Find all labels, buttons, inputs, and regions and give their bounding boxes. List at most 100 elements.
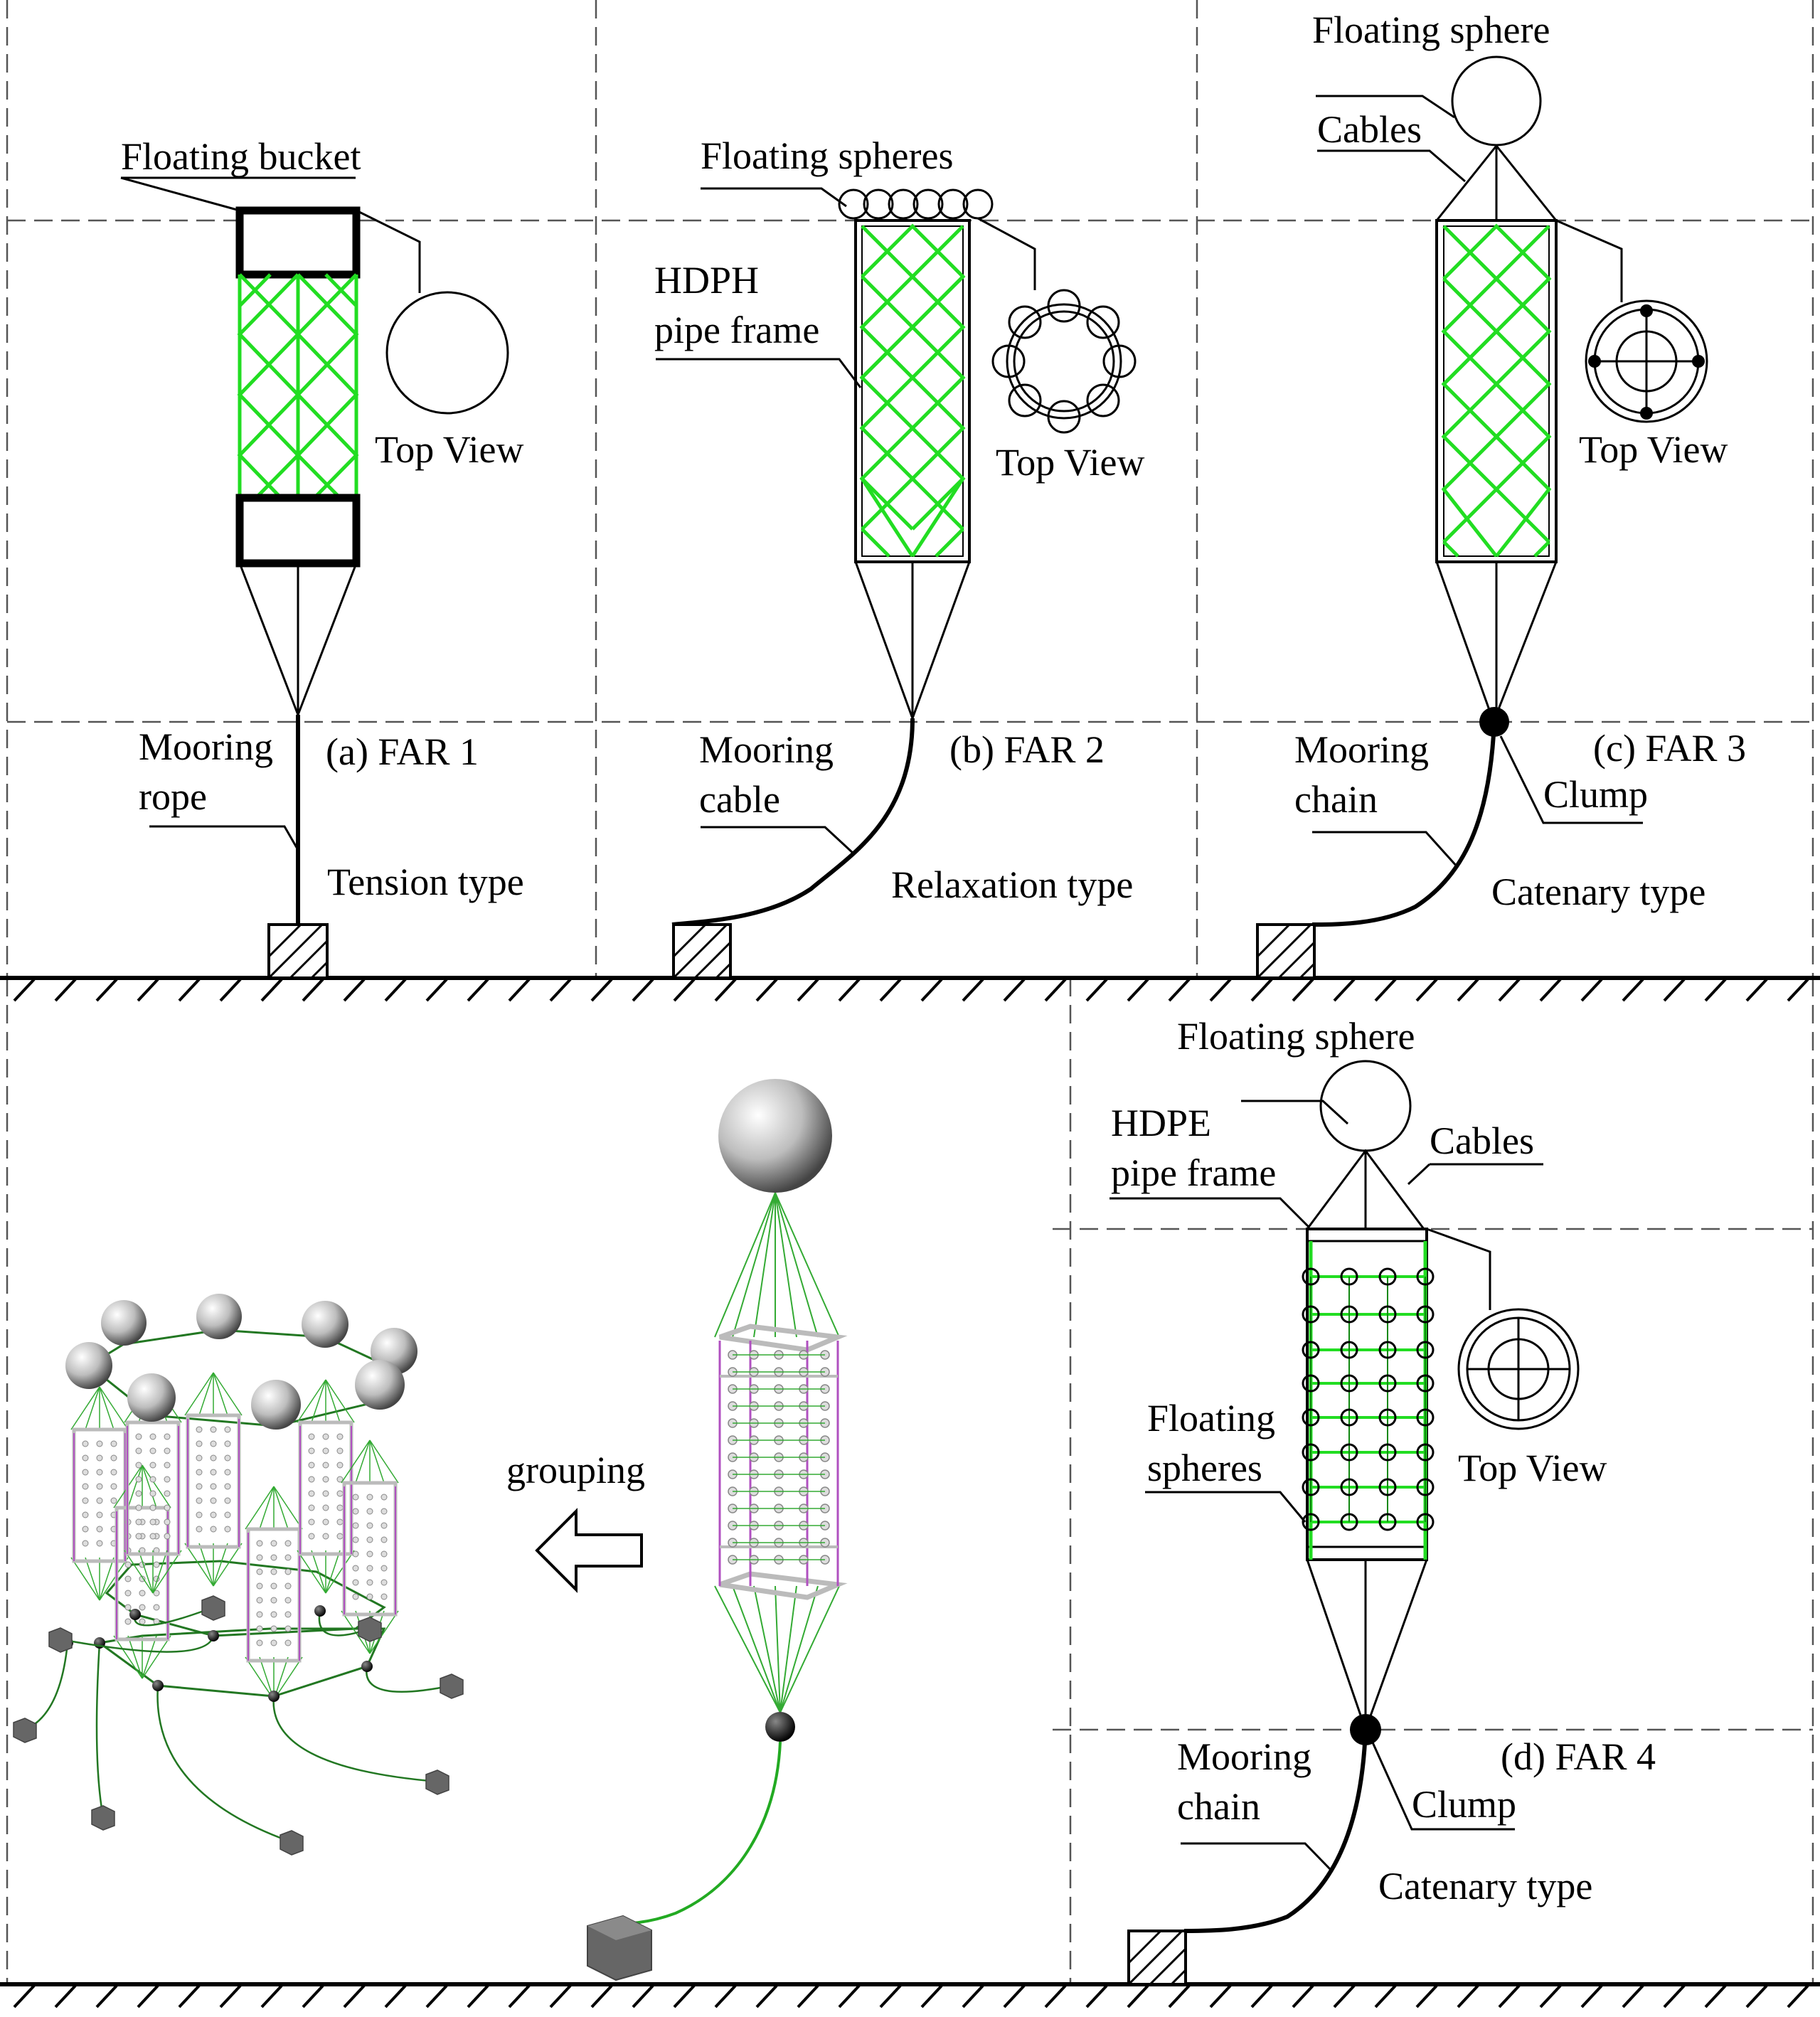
mooring-cable bbox=[671, 718, 915, 927]
cable-line bbox=[732, 1585, 781, 1713]
small-sphere bbox=[381, 1579, 388, 1586]
floating-sphere-icon bbox=[1340, 1267, 1358, 1286]
cable-line bbox=[714, 1585, 781, 1713]
grouping-arrow bbox=[535, 1508, 643, 1593]
far1-net bbox=[237, 273, 359, 499]
small-sphere bbox=[366, 1565, 373, 1572]
seabed-hatch bbox=[797, 978, 819, 1002]
cable-line bbox=[775, 1192, 797, 1338]
cable-line bbox=[213, 1543, 243, 1587]
small-sphere bbox=[336, 1533, 344, 1540]
seabed-hatch bbox=[1745, 978, 1768, 1002]
cable-line bbox=[99, 1557, 129, 1601]
small-sphere bbox=[135, 1504, 142, 1511]
floating-sphere bbox=[302, 1301, 348, 1348]
chain-line bbox=[366, 1666, 452, 1693]
far4-caption: (d) FAR 4 bbox=[1501, 1735, 1656, 1778]
seabed-hatch bbox=[219, 978, 242, 1002]
floating-sphere-icon bbox=[1340, 1305, 1358, 1324]
floating-sphere-icon bbox=[1416, 1513, 1435, 1531]
far4-cables-label: Cables bbox=[1430, 1119, 1534, 1162]
cable-line bbox=[779, 1585, 797, 1713]
small-sphere bbox=[124, 1618, 132, 1625]
far4-floating-sphere bbox=[1319, 1060, 1412, 1152]
seabed-hatch bbox=[1498, 978, 1521, 1002]
seabed-hatch bbox=[1085, 1984, 1108, 2008]
small-sphere bbox=[352, 1522, 359, 1529]
cable-line bbox=[732, 1192, 776, 1338]
seabed-hatch bbox=[1539, 1984, 1562, 2008]
seabed-hatch bbox=[590, 978, 613, 1002]
cable-line bbox=[213, 1543, 228, 1587]
cable-line bbox=[152, 1550, 182, 1594]
far2-caption: (b) FAR 2 bbox=[949, 728, 1105, 771]
frame-ring bbox=[718, 1571, 848, 1600]
small-sphere bbox=[224, 1454, 231, 1462]
small-sphere bbox=[135, 1462, 142, 1469]
seabed-hatch bbox=[1704, 978, 1727, 1002]
floating-sphere-icon bbox=[1302, 1408, 1320, 1427]
far2-top-view-ring bbox=[991, 289, 1137, 434]
small-sphere bbox=[96, 1540, 103, 1547]
single-unit-chain bbox=[611, 1741, 782, 1925]
small-sphere bbox=[270, 1625, 277, 1632]
small-sphere bbox=[164, 1490, 171, 1497]
floating-sphere-icon bbox=[1340, 1341, 1358, 1359]
small-sphere bbox=[224, 1526, 231, 1533]
anchor-block bbox=[91, 1805, 115, 1831]
small-sphere bbox=[256, 1568, 263, 1575]
far3-net bbox=[1441, 223, 1552, 558]
floating-sphere-icon bbox=[1378, 1374, 1397, 1393]
small-sphere bbox=[284, 1625, 292, 1632]
small-sphere bbox=[164, 1518, 171, 1526]
small-sphere bbox=[322, 1462, 329, 1469]
small-sphere bbox=[308, 1533, 315, 1540]
floating-sphere bbox=[196, 1294, 242, 1339]
floating-bucket-bottom bbox=[235, 494, 361, 568]
small-sphere bbox=[210, 1426, 217, 1433]
small-sphere bbox=[96, 1483, 103, 1490]
small-sphere bbox=[284, 1639, 292, 1646]
group-ring-bottom bbox=[97, 1627, 386, 1698]
small-sphere bbox=[149, 1462, 156, 1469]
floating-sphere-icon bbox=[1416, 1374, 1435, 1393]
seabed-hatch bbox=[343, 1984, 366, 2008]
small-sphere bbox=[366, 1593, 373, 1600]
floating-sphere-icon bbox=[1302, 1478, 1320, 1496]
far3-sphere-label: Floating sphere bbox=[1312, 9, 1550, 51]
small-sphere bbox=[153, 1590, 160, 1597]
anchor-block bbox=[13, 1718, 37, 1743]
small-sphere bbox=[96, 1454, 103, 1462]
seabed-hatch bbox=[1663, 1984, 1686, 2008]
seabed-hatch bbox=[1622, 978, 1644, 1002]
small-sphere bbox=[210, 1526, 217, 1533]
small-sphere bbox=[96, 1497, 103, 1504]
small-sphere bbox=[284, 1540, 292, 1547]
small-sphere bbox=[322, 1504, 329, 1511]
small-sphere bbox=[224, 1426, 231, 1433]
cable-line bbox=[198, 1372, 214, 1416]
small-sphere bbox=[352, 1536, 359, 1543]
far3-mooring-chain bbox=[1311, 721, 1496, 927]
cable-line bbox=[142, 1464, 157, 1508]
small-sphere bbox=[322, 1476, 329, 1483]
seabed-hatch bbox=[673, 1984, 696, 2008]
seabed-hatch bbox=[673, 978, 696, 1002]
small-sphere bbox=[210, 1440, 217, 1447]
seabed-hatch bbox=[797, 1984, 819, 2008]
chain-line bbox=[95, 1642, 105, 1818]
seabed-hatch bbox=[1085, 978, 1108, 1002]
cable-line bbox=[127, 1464, 143, 1508]
far4-spheres-label-2: spheres bbox=[1147, 1447, 1262, 1489]
cable-line bbox=[779, 1585, 840, 1713]
floating-sphere-icon bbox=[1302, 1267, 1320, 1286]
small-sphere bbox=[270, 1582, 277, 1590]
small-sphere bbox=[153, 1604, 160, 1611]
small-sphere bbox=[82, 1526, 89, 1533]
small-sphere bbox=[336, 1447, 344, 1454]
floating-sphere bbox=[251, 1380, 301, 1430]
floating-bucket-top bbox=[235, 206, 361, 279]
small-sphere bbox=[256, 1554, 263, 1561]
cable-line bbox=[775, 1192, 840, 1338]
